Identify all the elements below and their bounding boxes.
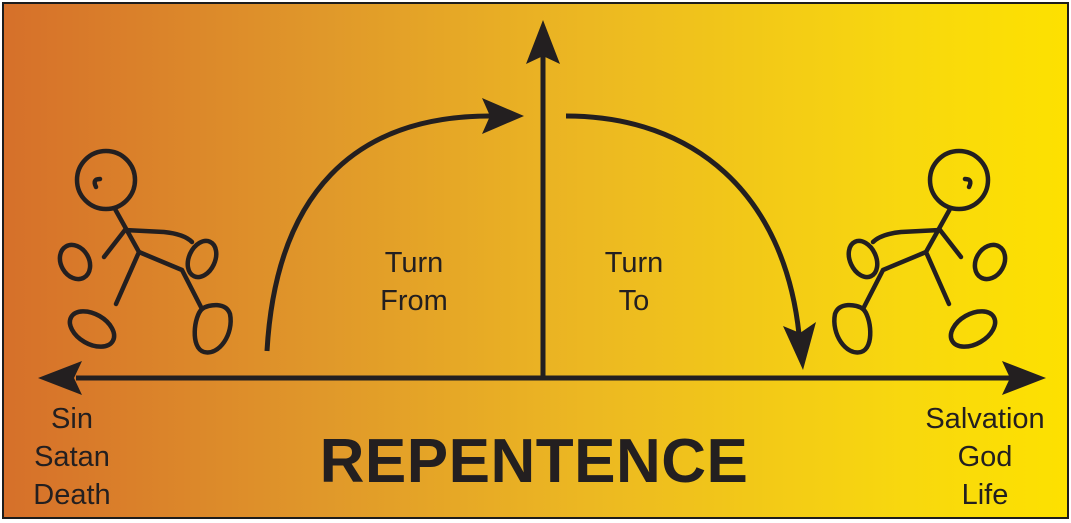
- turn-to-line2: To: [579, 282, 689, 320]
- vertical-axis: [526, 20, 560, 378]
- right-end-label: Life: [912, 476, 1058, 514]
- turn-to-arc: [566, 116, 816, 370]
- diagram-title: REPENTENCE: [274, 422, 794, 502]
- left-end-label: Death: [22, 476, 122, 514]
- turn-from-label: Turn From: [354, 244, 474, 320]
- right-end-labels: Salvation God Life: [912, 400, 1058, 514]
- left-end-label: Sin: [22, 400, 122, 438]
- left-end-labels: Sin Satan Death: [22, 400, 122, 514]
- turn-to-line1: Turn: [579, 244, 689, 282]
- axis-left-arrowhead: [38, 361, 82, 395]
- stick-figure-walking-right-icon: [834, 151, 1011, 354]
- turn-from-line1: Turn: [354, 244, 474, 282]
- left-end-label: Satan: [22, 438, 122, 476]
- turn-from-line2: From: [354, 282, 474, 320]
- turn-to-label: Turn To: [579, 244, 689, 320]
- stick-figure-walking-left-icon: [54, 151, 231, 354]
- right-end-label: Salvation: [912, 400, 1058, 438]
- right-end-label: God: [912, 438, 1058, 476]
